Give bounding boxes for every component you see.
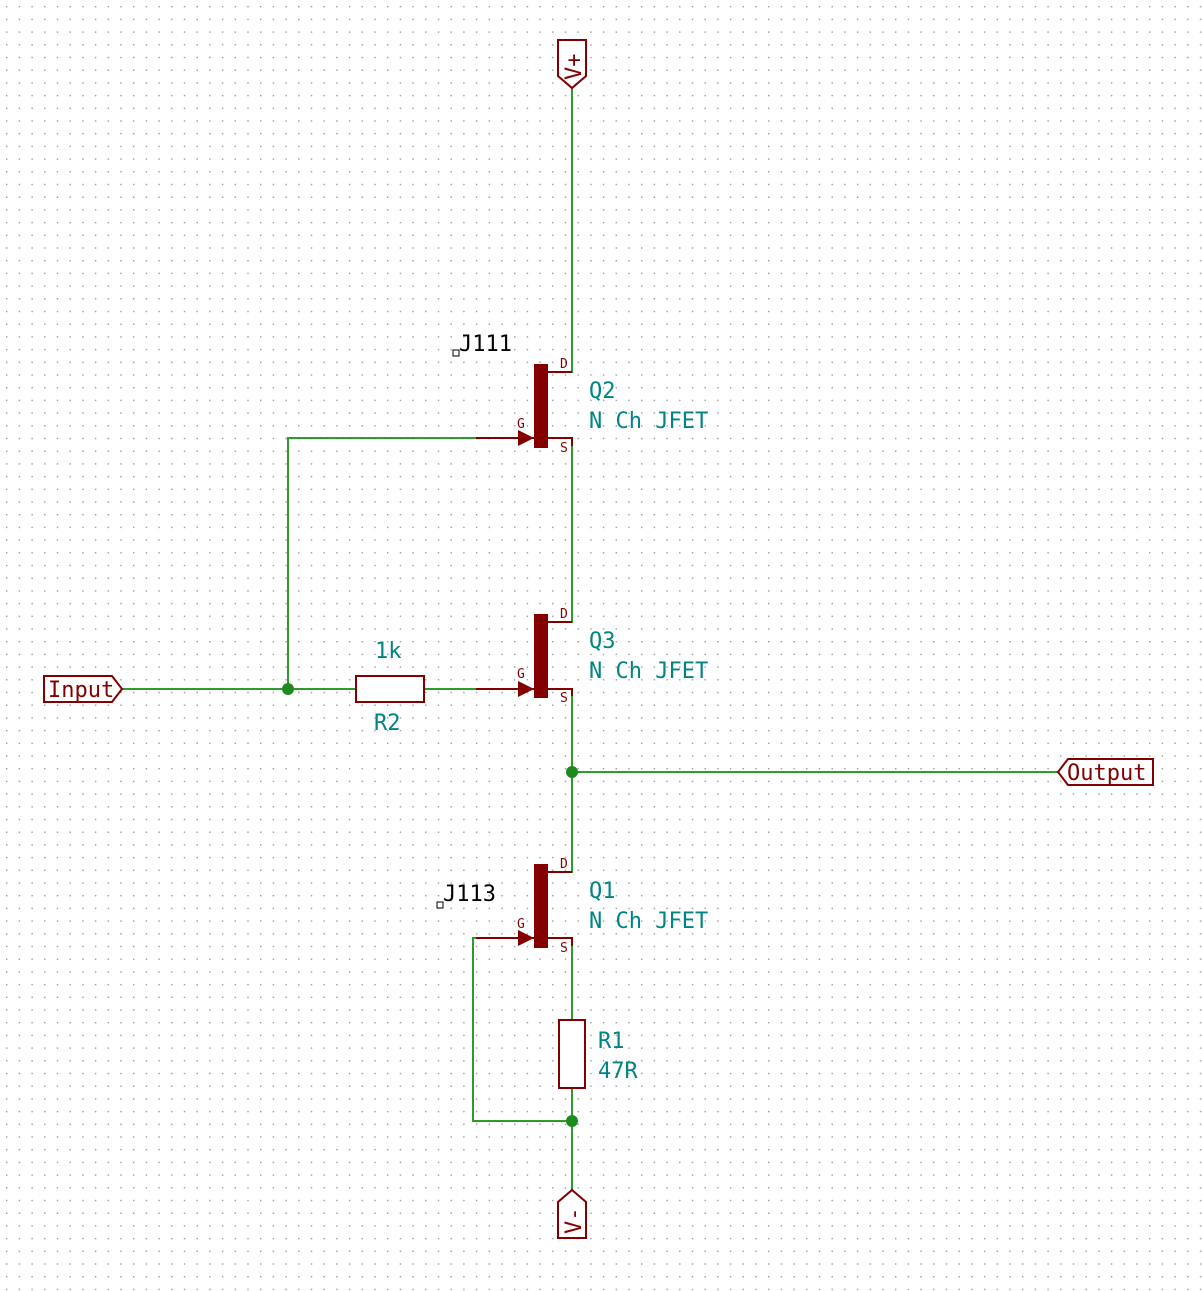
q1-pin-source: S — [560, 941, 568, 956]
wire-q1-gate-feedback — [472, 937, 573, 1122]
q2-gate-arrow — [518, 430, 534, 446]
q2-channel — [534, 364, 548, 448]
q3-pin-drain: D — [560, 607, 568, 622]
q1-part-number: J113 — [443, 882, 496, 907]
r2-reference: R2 — [374, 711, 401, 736]
r1-value: 47R — [598, 1059, 638, 1084]
output-port-label: Output — [1067, 761, 1146, 786]
r1-body — [558, 1019, 586, 1089]
q2-pin-gate: G — [517, 417, 525, 432]
q2-pin-source: S — [560, 441, 568, 456]
input-port-symbol — [43, 675, 124, 703]
output-port[interactable]: Output — [1056, 758, 1154, 786]
r2-value: 1k — [375, 639, 402, 664]
q2-part-number: J111 — [459, 332, 512, 357]
q2-reference: Q2 — [589, 379, 616, 404]
vminus-symbol — [557, 1188, 587, 1239]
resistor-r2[interactable]: 1k R2 — [355, 639, 425, 736]
r1-reference: R1 — [598, 1029, 625, 1054]
jfet-q1[interactable]: D G S Q1 N Ch JFET J113 — [436, 857, 708, 956]
q3-pin-source: S — [560, 691, 568, 706]
vplus-symbol — [557, 39, 587, 90]
q2-pin-drain: D — [560, 357, 568, 372]
q1-part-anchor — [436, 901, 444, 909]
input-port[interactable]: Input — [43, 675, 124, 703]
junction-input — [282, 683, 294, 695]
output-port-symbol — [1056, 758, 1154, 786]
q3-type: N Ch JFET — [589, 659, 708, 684]
vplus-label: V+ — [562, 54, 587, 81]
wire-input-to-q2-gate — [287, 437, 477, 690]
q2-part-anchor — [452, 349, 460, 357]
junction-output — [566, 766, 578, 778]
q1-pin-drain: D — [560, 857, 568, 872]
input-port-label: Input — [48, 678, 114, 703]
jfet-q2[interactable]: D G S Q2 N Ch JFET J111 — [452, 332, 708, 456]
q3-pin-gate: G — [517, 667, 525, 682]
q3-reference: Q3 — [589, 629, 616, 654]
q1-reference: Q1 — [589, 879, 616, 904]
wires — [121, 87, 1059, 1191]
resistor-r1[interactable]: R1 47R — [558, 1019, 638, 1089]
q2-type: N Ch JFET — [589, 409, 708, 434]
power-flag-vplus[interactable]: V+ — [557, 39, 587, 90]
q2-source-lead — [548, 437, 573, 446]
power-flag-vminus[interactable]: V- — [557, 1188, 587, 1239]
jfet-q3[interactable]: D G S Q3 N Ch JFET — [476, 607, 708, 706]
q3-source-lead — [548, 688, 573, 696]
r2-body — [355, 675, 425, 703]
vminus-label: V- — [562, 1208, 587, 1235]
q1-gate-arrow — [518, 930, 534, 946]
junction-r1-bottom — [566, 1115, 578, 1127]
q1-source-lead — [548, 937, 573, 946]
q1-pin-gate: G — [517, 917, 525, 932]
q3-channel — [534, 614, 548, 698]
q1-type: N Ch JFET — [589, 909, 708, 934]
q3-gate-arrow — [518, 681, 534, 697]
q1-channel — [534, 864, 548, 948]
